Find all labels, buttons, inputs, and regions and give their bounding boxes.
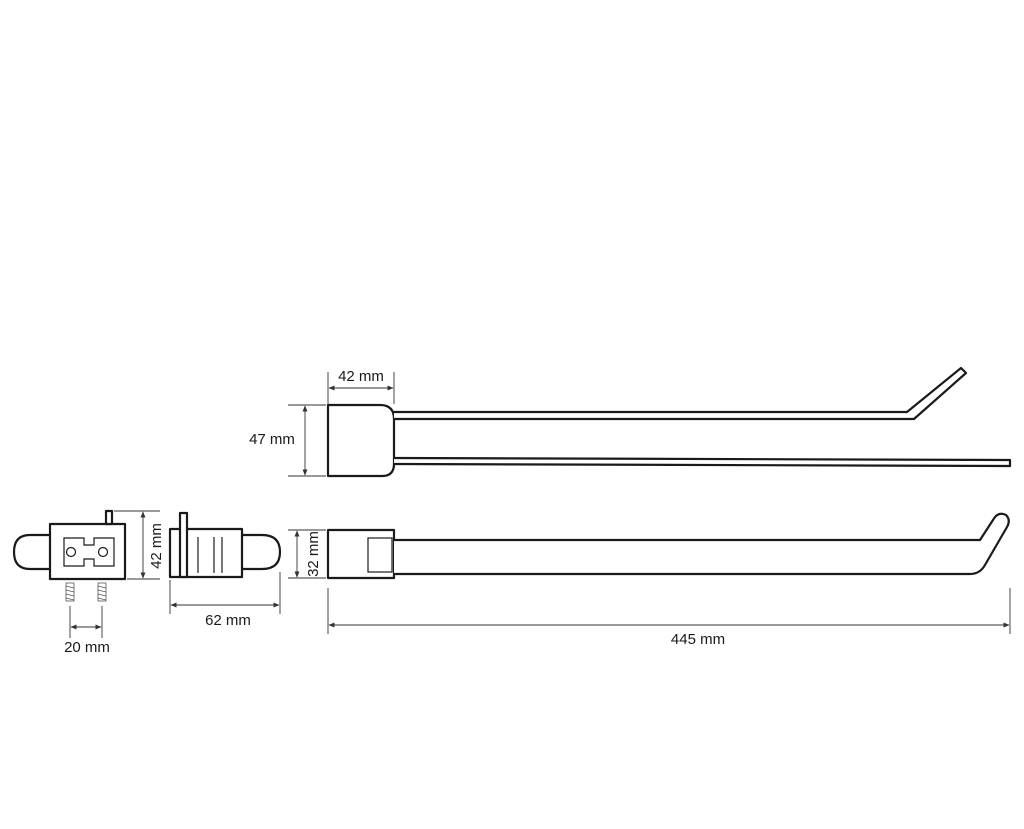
side-view-profile — [168, 511, 282, 579]
side-view-left-pin — [104, 509, 114, 526]
label-side-height: 42 mm — [148, 523, 165, 569]
dimension-62mm: 62 mm — [169, 572, 281, 629]
side-view-left-arm-end — [12, 533, 52, 571]
front-view-inner-slot — [367, 537, 393, 573]
dimension-20mm: 20 mm — [64, 606, 110, 656]
mounting-plate-outline — [63, 537, 115, 567]
side-view-left — [12, 509, 127, 602]
top-view-lower-arm — [392, 456, 1012, 468]
top-view-base-block — [326, 403, 396, 478]
top-view-upper-arm — [392, 366, 968, 421]
label-screw-spacing: 20 mm — [64, 639, 110, 656]
dimension-32mm: 32 mm — [288, 529, 326, 579]
label-side-depth: 62 mm — [205, 612, 251, 629]
side-view-profile-flange — [178, 511, 189, 579]
label-top-width: 42 mm — [338, 368, 384, 385]
front-view-arm — [392, 512, 1010, 576]
mounting-hole-left — [65, 546, 77, 558]
screw-icon-left — [65, 582, 75, 602]
front-view-mount-block — [326, 528, 396, 580]
front-view — [326, 512, 1010, 580]
label-front-height: 32 mm — [305, 531, 322, 577]
dimension-42mm-top: 42 mm — [327, 368, 395, 404]
side-view-profile-arm-end — [238, 533, 282, 571]
mounting-hole-right — [97, 546, 109, 558]
dimension-47mm: 47 mm — [249, 404, 326, 477]
screw-icon-right — [97, 582, 107, 602]
dimension-445mm: 445 mm — [327, 588, 1011, 648]
label-top-height: 47 mm — [249, 431, 295, 448]
top-view — [326, 366, 1012, 478]
dimension-42mm-side: 42 mm — [114, 510, 165, 580]
side-view-left-plate — [48, 522, 127, 581]
label-total-length: 445 mm — [671, 631, 725, 648]
